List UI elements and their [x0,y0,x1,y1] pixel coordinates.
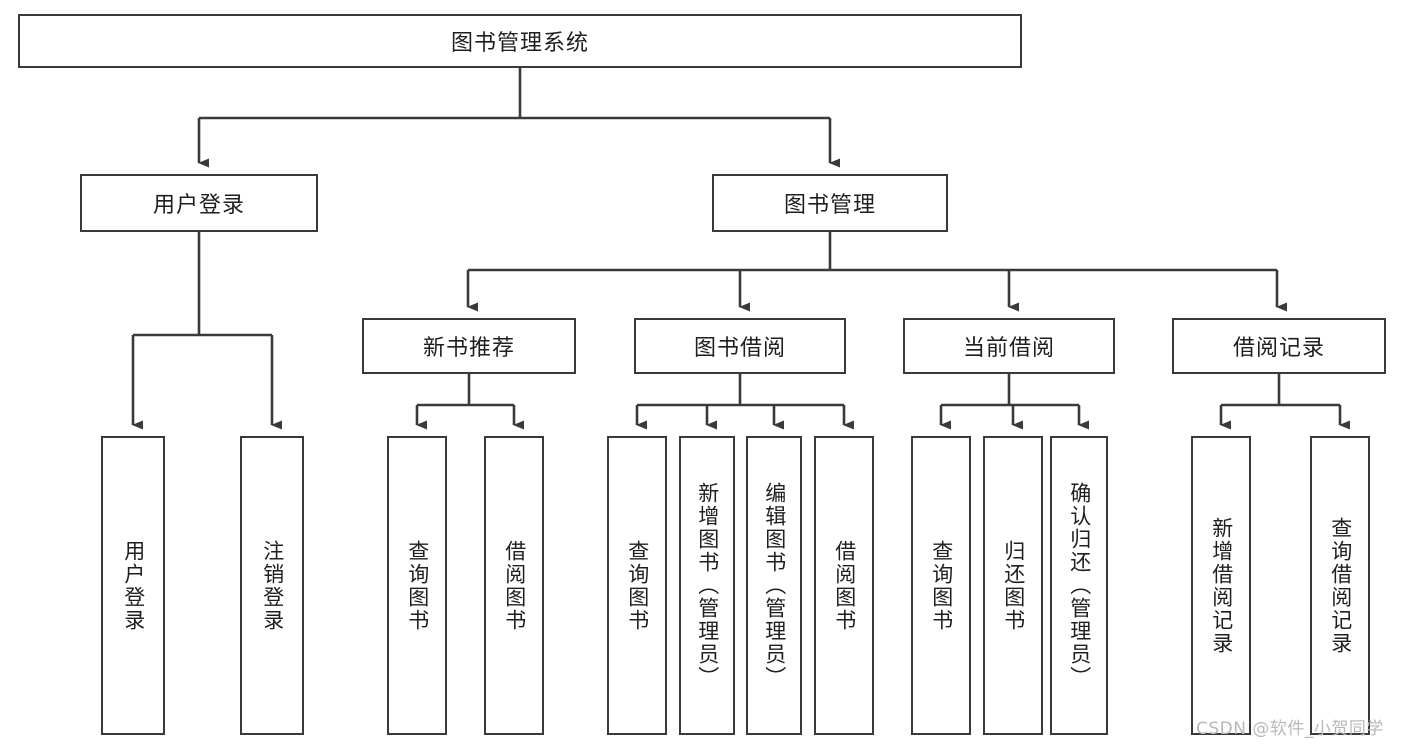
node-leaf-query-book-3-label: 查询图书 [929,539,954,632]
node-leaf-user-logout[interactable]: 注销登录 [240,436,304,735]
node-leaf-return-book-label: 归还图书 [1001,539,1026,632]
node-leaf-borrow-book-2-label: 借阅图书 [832,539,857,632]
node-leaf-edit-book[interactable]: 编辑图书（管理员） [746,436,802,735]
node-current-borrow[interactable]: 当前借阅 [903,318,1115,374]
node-leaf-user-logout-label: 注销登录 [260,539,285,632]
node-leaf-user-login-label: 用户登录 [121,539,146,632]
node-leaf-query-book-2[interactable]: 查询图书 [607,436,667,735]
node-leaf-borrow-book-1-label: 借阅图书 [502,539,527,632]
node-leaf-confirm-return[interactable]: 确认归还（管理员） [1050,436,1108,735]
node-book-manage-label: 图书管理 [783,193,876,218]
node-leaf-query-book-1-label: 查询图书 [405,539,430,632]
node-new-book-recommend[interactable]: 新书推荐 [362,318,576,374]
node-borrow-record[interactable]: 借阅记录 [1172,318,1386,374]
node-user-login-label: 用户登录 [152,193,245,218]
node-leaf-borrow-book-2[interactable]: 借阅图书 [814,436,874,735]
node-leaf-query-book-2-label: 查询图书 [625,539,650,632]
node-leaf-add-book-label: 新增图书（管理员） [695,482,720,689]
node-leaf-user-login[interactable]: 用户登录 [101,436,165,735]
node-leaf-return-book[interactable]: 归还图书 [983,436,1043,735]
node-root-label: 图书管理系统 [450,31,589,56]
node-leaf-query-record-label: 查询借阅记录 [1328,516,1353,655]
node-book-borrow-label: 图书借阅 [693,336,786,361]
node-user-login[interactable]: 用户登录 [80,174,318,232]
node-leaf-add-record[interactable]: 新增借阅记录 [1191,436,1251,735]
node-leaf-query-book-3[interactable]: 查询图书 [911,436,971,735]
node-leaf-add-book[interactable]: 新增图书（管理员） [679,436,735,735]
node-leaf-borrow-book-1[interactable]: 借阅图书 [484,436,544,735]
node-book-borrow[interactable]: 图书借阅 [634,318,846,374]
node-book-manage[interactable]: 图书管理 [712,174,948,232]
node-leaf-add-record-label: 新增借阅记录 [1209,516,1234,655]
node-current-borrow-label: 当前借阅 [962,336,1055,361]
node-leaf-query-record[interactable]: 查询借阅记录 [1310,436,1370,735]
node-root[interactable]: 图书管理系统 [18,14,1022,68]
node-new-book-recommend-label: 新书推荐 [422,336,515,361]
node-leaf-confirm-return-label: 确认归还（管理员） [1067,482,1092,689]
node-borrow-record-label: 借阅记录 [1232,336,1325,361]
node-leaf-edit-book-label: 编辑图书（管理员） [762,482,787,689]
csdn-watermark: CSDN @软件_小贺同学 [1196,719,1384,739]
node-leaf-query-book-1[interactable]: 查询图书 [387,436,447,735]
